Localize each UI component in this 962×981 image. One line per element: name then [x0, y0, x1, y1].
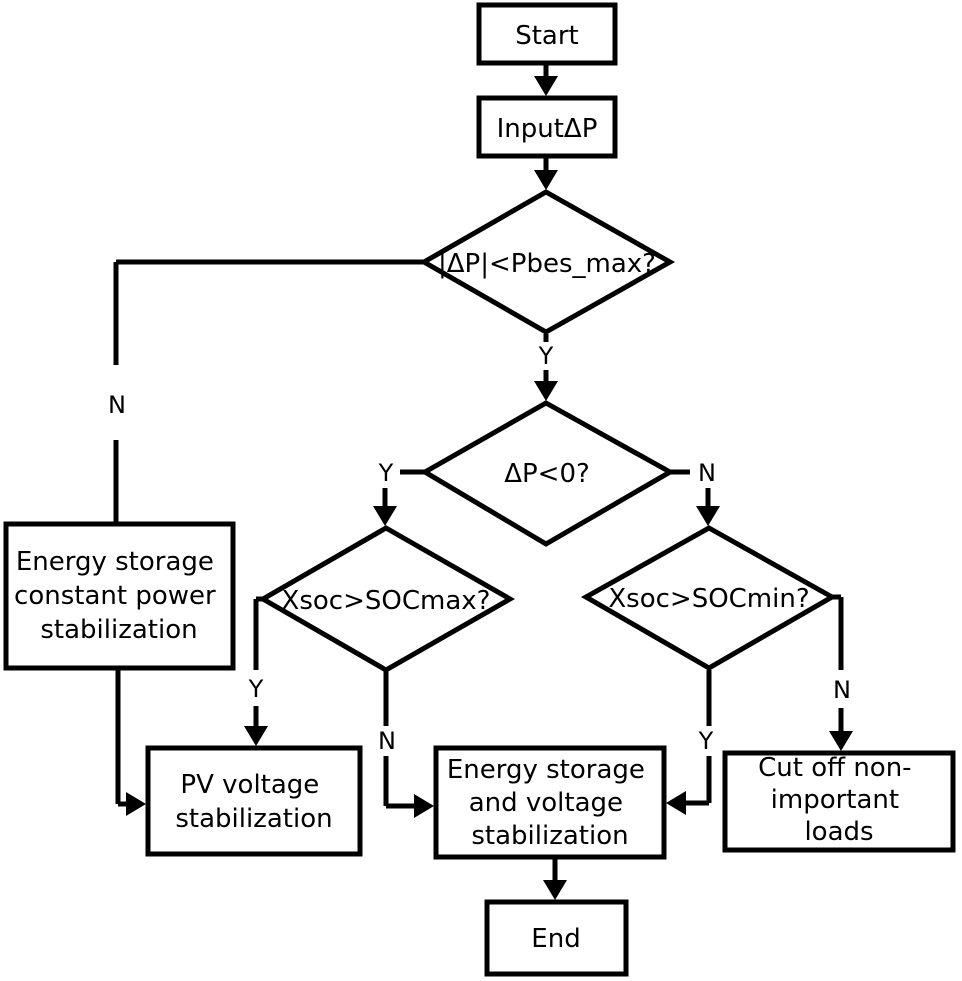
node-check-dp: ΔP<0?	[420, 400, 676, 547]
node-check-socmax-text: Xsoc>SOCmax?	[282, 586, 491, 616]
node-end-text: End	[531, 924, 580, 954]
node-start-line: Start	[515, 21, 579, 51]
node-start: Start	[476, 2, 618, 66]
label-socmax-yes: Y	[248, 675, 264, 703]
node-pv-voltage-line-2: stabilization	[175, 804, 332, 834]
node-es-voltage-line-1: Energy storage	[447, 755, 645, 785]
arrowhead-socmin-es	[666, 791, 686, 815]
node-pv-voltage-text: PV voltage stabilization	[175, 770, 332, 834]
edges	[113, 63, 853, 900]
node-input: InputΔP	[476, 95, 618, 159]
label-socmax-no: N	[378, 727, 396, 755]
node-check-socmax-line: Xsoc>SOCmax?	[282, 586, 491, 616]
node-es-constant-line-1: Energy storage	[16, 547, 214, 577]
node-es-voltage-line-3: stabilization	[471, 821, 628, 851]
node-check-socmax-diamond	[257, 525, 516, 673]
node-pv-voltage-box	[145, 745, 363, 857]
node-es-voltage: Energy storage and voltage stabilization	[433, 745, 667, 860]
node-es-constant-text: Energy storage constant power stabilizat…	[14, 547, 224, 645]
node-cut-off-line-2: important	[771, 785, 899, 815]
node-check-socmin-diamond	[580, 525, 838, 671]
arrowhead-input-pbes	[534, 170, 558, 190]
arrowhead-pbes-dp	[534, 381, 558, 401]
node-es-constant-box	[3, 521, 236, 671]
node-check-dp-text: ΔP<0?	[504, 459, 590, 489]
node-input-text: InputΔP	[497, 114, 598, 144]
node-pv-voltage: PV voltage stabilization	[145, 745, 363, 857]
node-end-line: End	[531, 924, 580, 954]
node-input-box	[476, 95, 618, 159]
label-pbes-yes: Y	[538, 342, 554, 370]
label-socmin-no: N	[833, 676, 851, 704]
label-pbes-no: N	[108, 391, 126, 419]
node-start-box	[476, 2, 618, 66]
arrowhead-esconst-pv	[126, 792, 146, 816]
node-cut-off-line-1: Cut off non-	[758, 753, 911, 783]
node-check-dp-line: ΔP<0?	[504, 459, 590, 489]
node-end: End	[484, 899, 629, 977]
node-cut-off-box	[722, 750, 956, 853]
node-end-box	[484, 899, 629, 977]
node-es-constant: Energy storage constant power stabilizat…	[3, 521, 236, 671]
node-check-pbes-text: |ΔP|<Pbes_max?	[438, 249, 656, 279]
node-es-voltage-line-2: and voltage	[469, 788, 623, 818]
node-check-socmin-line: Xsoc>SOCmin?	[608, 584, 809, 614]
arrowhead-esvolt-end	[543, 880, 567, 900]
arrowhead-dp-socmax	[373, 506, 397, 526]
node-check-pbes-diamond	[418, 189, 676, 335]
node-es-voltage-box	[433, 745, 667, 860]
node-cut-off: Cut off non- important loads	[722, 750, 956, 853]
label-dp-no: N	[698, 459, 716, 487]
arrowhead-socmax-pv	[244, 726, 268, 746]
node-es-constant-line-3: stabilization	[40, 615, 197, 645]
node-check-dp-diamond	[420, 400, 676, 547]
node-start-text: Start	[515, 21, 579, 51]
edge-labels: Y N Y N Y N Y N	[108, 342, 851, 755]
node-cut-off-text: Cut off non- important loads	[758, 753, 920, 847]
node-check-pbes: |ΔP|<Pbes_max?	[418, 189, 676, 335]
node-check-socmax: Xsoc>SOCmax?	[257, 525, 516, 673]
node-es-voltage-text: Energy storage and voltage stabilization	[447, 755, 653, 851]
arrowhead-socmax-es	[414, 794, 434, 818]
arrowhead-start-input	[534, 76, 558, 96]
node-pv-voltage-line-1: PV voltage	[180, 770, 319, 800]
arrowhead-dp-socmin	[696, 506, 720, 526]
label-dp-yes: Y	[378, 459, 394, 487]
node-input-line: InputΔP	[497, 114, 598, 144]
node-cut-off-line-3: loads	[804, 817, 873, 847]
node-check-socmin-text: Xsoc>SOCmin?	[608, 584, 809, 614]
node-es-constant-line-2: constant power	[14, 581, 216, 611]
node-check-socmin: Xsoc>SOCmin?	[580, 525, 838, 671]
label-socmin-yes: Y	[698, 727, 714, 755]
node-check-pbes-line: |ΔP|<Pbes_max?	[438, 249, 656, 279]
arrowhead-socmin-cut	[829, 731, 853, 751]
